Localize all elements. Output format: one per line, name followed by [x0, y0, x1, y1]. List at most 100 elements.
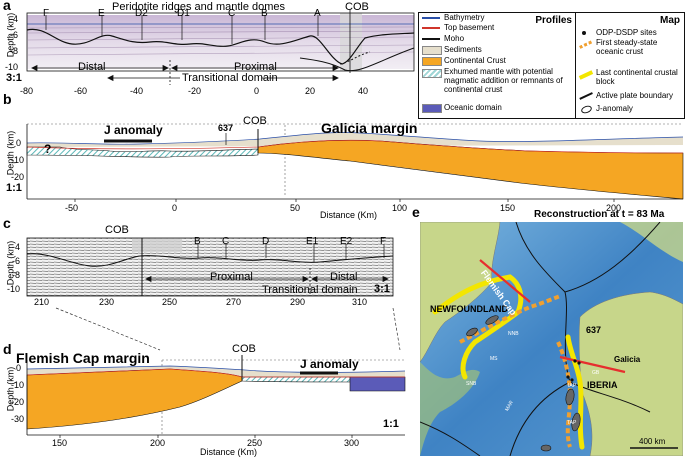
panel-b-ytick-0: 0 — [16, 138, 22, 148]
panel-b-cob: COB — [243, 115, 267, 127]
legend-continental-label: Continental Crust — [444, 56, 506, 65]
panel-e-label-iap: IAP — [568, 383, 577, 389]
panel-d-exhumed-mantle — [241, 376, 351, 383]
panel-b-janomaly: J anomaly — [104, 123, 163, 137]
legend-odp-label: ODP-DSDP sites — [596, 28, 657, 37]
panel-c-letter: c — [3, 215, 11, 231]
panel-d-xtick: 200 — [150, 438, 166, 448]
panel-b-margin: Galicia margin — [321, 120, 418, 136]
panel-a-ytick-8: -8 — [10, 46, 19, 56]
panel-c-seismic — [26, 237, 394, 297]
legend-oceanic-crust-label: First steady-state oceanic crust — [596, 38, 658, 56]
legend-moho-swatch — [422, 38, 440, 40]
panel-a-proximal: Proximal — [234, 61, 277, 73]
legend-oceanic-label: Oceanic domain — [444, 103, 502, 112]
panel-a-transitional: Transitional domain — [182, 72, 278, 84]
panel-c-ytick-4: -4 — [12, 242, 21, 252]
panel-c-ridge-e1: E1 — [306, 236, 319, 247]
panel-e-plate-boundaries — [420, 222, 661, 456]
panel-c-d-connectors — [55, 307, 401, 351]
panel-b-sediments — [27, 132, 683, 147]
panel-b-site: 637 — [218, 123, 234, 133]
panel-d-xlabel: Distance (Km) — [200, 447, 258, 457]
panel-a-moho — [299, 47, 415, 72]
panel-b-letter: b — [3, 91, 12, 107]
panel-d-margin: Flemish Cap margin — [16, 350, 150, 366]
panel-c-ytick-8: -8 — [12, 270, 21, 280]
panel-c-ytick-10: -10 — [7, 284, 21, 294]
panel-e-map — [420, 222, 683, 456]
panel-a-ridge-e: E — [98, 8, 105, 19]
panel-b-ytick-10: -10 — [11, 155, 25, 165]
panel-d-continental-crust — [26, 368, 243, 430]
panel-a-xtick: 40 — [358, 86, 369, 96]
panel-a-top-basement — [26, 28, 415, 65]
panel-a-xtick: -20 — [188, 86, 202, 96]
panel-d-janomaly: J anomaly — [300, 357, 359, 371]
panel-c-xtick: 250 — [162, 297, 178, 307]
legend-sediments-swatch — [422, 46, 442, 55]
panel-e-profile-galicia — [559, 355, 626, 374]
legend-oceanic-crust-swatch — [579, 40, 593, 49]
panel-a-xtick: -80 — [20, 86, 34, 96]
panel-a-ridge-c: C — [228, 8, 236, 19]
panel-d-cob: COB — [232, 343, 256, 355]
panel-e-site: 637 — [586, 325, 602, 335]
panel-a-ytick-4: -4 — [10, 14, 19, 24]
legend-top-basement-swatch — [422, 27, 440, 29]
panel-b-xtick: 0 — [172, 203, 178, 213]
panel-c-cob-band — [132, 238, 182, 252]
legend-janomaly-label: J-anomaly — [596, 104, 633, 113]
panel-d-ytick-20: -20 — [11, 397, 25, 407]
panel-a-ridge-f: F — [43, 8, 50, 19]
panel-c-ridge-c: C — [222, 236, 230, 247]
panel-c-ratio: 3:1 — [374, 283, 390, 295]
panel-e-profile-flemish — [479, 259, 531, 303]
panel-d-ytick-10: -10 — [11, 380, 25, 390]
legend-exhumed-swatch — [422, 69, 442, 78]
panel-a-cob: COB — [345, 1, 369, 13]
panel-e-europe-land — [620, 222, 683, 262]
panel-b-bathymetry — [26, 132, 684, 145]
panel-c-distal: Distal — [330, 271, 358, 283]
panel-b-xtick: 100 — [392, 203, 408, 213]
panel-a-xtick: -40 — [130, 86, 144, 96]
panel-d-section — [26, 355, 406, 438]
panel-a-ratio: 3:1 — [6, 72, 22, 84]
legend-sediments-label: Sediments — [444, 45, 482, 54]
legend-oceanic-swatch — [422, 104, 442, 113]
panel-d-top-basement — [26, 368, 405, 378]
panel-c-xtick: 290 — [290, 297, 306, 307]
panel-b-xtick: -50 — [65, 203, 79, 213]
panel-c-ridge-f: F — [380, 236, 387, 247]
panel-c-ridge-d: D — [262, 236, 270, 247]
panel-d-xtick: 300 — [344, 438, 360, 448]
panel-d-oceanic — [349, 376, 406, 392]
panel-e-letter: e — [412, 204, 420, 220]
panel-c-top-basement — [26, 253, 394, 267]
legend-exhumed-label: Exhumed mantle with potential magmatic a… — [444, 67, 563, 94]
legend-map-title: Map — [660, 15, 680, 26]
panel-a-xtick: -60 — [74, 86, 88, 96]
legend-plate-boundary-label: Active plate boundary — [596, 91, 673, 100]
panel-a-ridge-b: B — [261, 8, 268, 19]
panel-c-xtick: 210 — [34, 297, 50, 307]
panel-e-yellow-iberia — [565, 334, 585, 450]
legend-continental-block-label: Last continental crustal block — [596, 68, 678, 86]
panel-b-exhumed-mantle — [26, 146, 259, 158]
panel-b-question: ? — [44, 142, 52, 156]
panel-a-seismic — [26, 10, 415, 85]
panel-e-newfoundland-shelf — [420, 362, 480, 456]
legend-profiles-title: Profiles — [535, 15, 572, 26]
panel-a-cob-band — [340, 13, 362, 71]
legend-bathymetry-label: Bathymetry — [444, 13, 485, 22]
panel-c-xtick: 230 — [99, 297, 115, 307]
panel-b-continental-crust — [257, 139, 684, 200]
panel-e-orange-newfoundland — [459, 294, 561, 344]
panel-b-ratio: 1:1 — [6, 182, 22, 194]
panel-e-label-snb: SNB — [466, 381, 477, 387]
legend-continental-block-swatch — [578, 70, 594, 80]
panel-e-label-nnb: NNB — [508, 331, 519, 337]
panel-c-ridge-b: B — [194, 236, 201, 247]
